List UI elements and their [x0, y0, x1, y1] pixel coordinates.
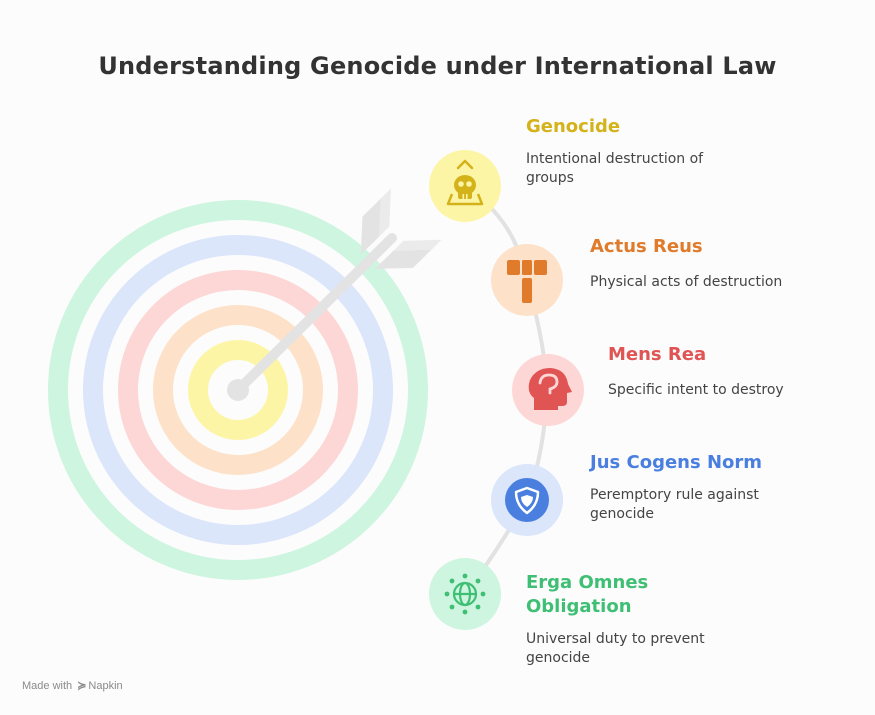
shield-icon [505, 478, 549, 522]
desc-line: Physical acts of destruction [590, 274, 783, 290]
title-line: Obligation [526, 596, 632, 617]
desc-line: Specific intent to destroy [608, 382, 784, 398]
gavel-icon [507, 260, 547, 303]
target-rings [48, 200, 428, 580]
arrow [227, 188, 442, 401]
ring-red [118, 270, 358, 510]
desc-line: groups [526, 170, 574, 186]
title-line: Erga Omnes [526, 572, 649, 593]
ring-yellow [188, 340, 288, 440]
page-title: Understanding Genocide under Internation… [98, 52, 777, 80]
item-title-genocide: Genocide [526, 116, 621, 137]
desc-line: Universal duty to prevent [526, 631, 705, 647]
ring-blue [83, 235, 393, 545]
item-title-mens-rea: Mens Rea [608, 344, 707, 365]
item-desc-mens-rea: Specific intent to destroy [608, 381, 784, 400]
item-title-erga-omnes: Erga Omnes Obligation [526, 571, 648, 619]
globe-network-icon [444, 573, 486, 615]
ring-orange [153, 305, 323, 475]
node-actus-reus [491, 244, 563, 316]
node-erga-omnes [429, 558, 501, 630]
footer-brand: Napkin [88, 680, 123, 692]
footer-prefix: Made with [22, 680, 73, 692]
napkin-logo-icon: ≽ [77, 680, 87, 692]
ring-green [48, 200, 428, 580]
head-mind-icon [528, 368, 572, 410]
item-title-actus-reus: Actus Reus [590, 236, 703, 257]
node-genocide [429, 150, 501, 222]
desc-line: genocide [590, 506, 655, 522]
item-desc-erga-omnes: Universal duty to prevent genocide [526, 630, 705, 668]
desc-line: Intentional destruction of [526, 151, 704, 167]
skull-icon [446, 159, 484, 206]
desc-line: genocide [526, 650, 591, 666]
item-desc-jus-cogens: Peremptory rule against genocide [590, 486, 759, 524]
item-desc-genocide: Intentional destruction of groups [526, 150, 703, 188]
made-with-napkin[interactable]: Made with ≽Napkin [22, 679, 123, 692]
node-jus-cogens [491, 464, 563, 536]
item-desc-actus-reus: Physical acts of destruction [590, 273, 782, 292]
node-mens-rea [512, 354, 584, 426]
desc-line: Peremptory rule against [590, 487, 759, 503]
item-title-jus-cogens: Jus Cogens Norm [590, 452, 763, 473]
